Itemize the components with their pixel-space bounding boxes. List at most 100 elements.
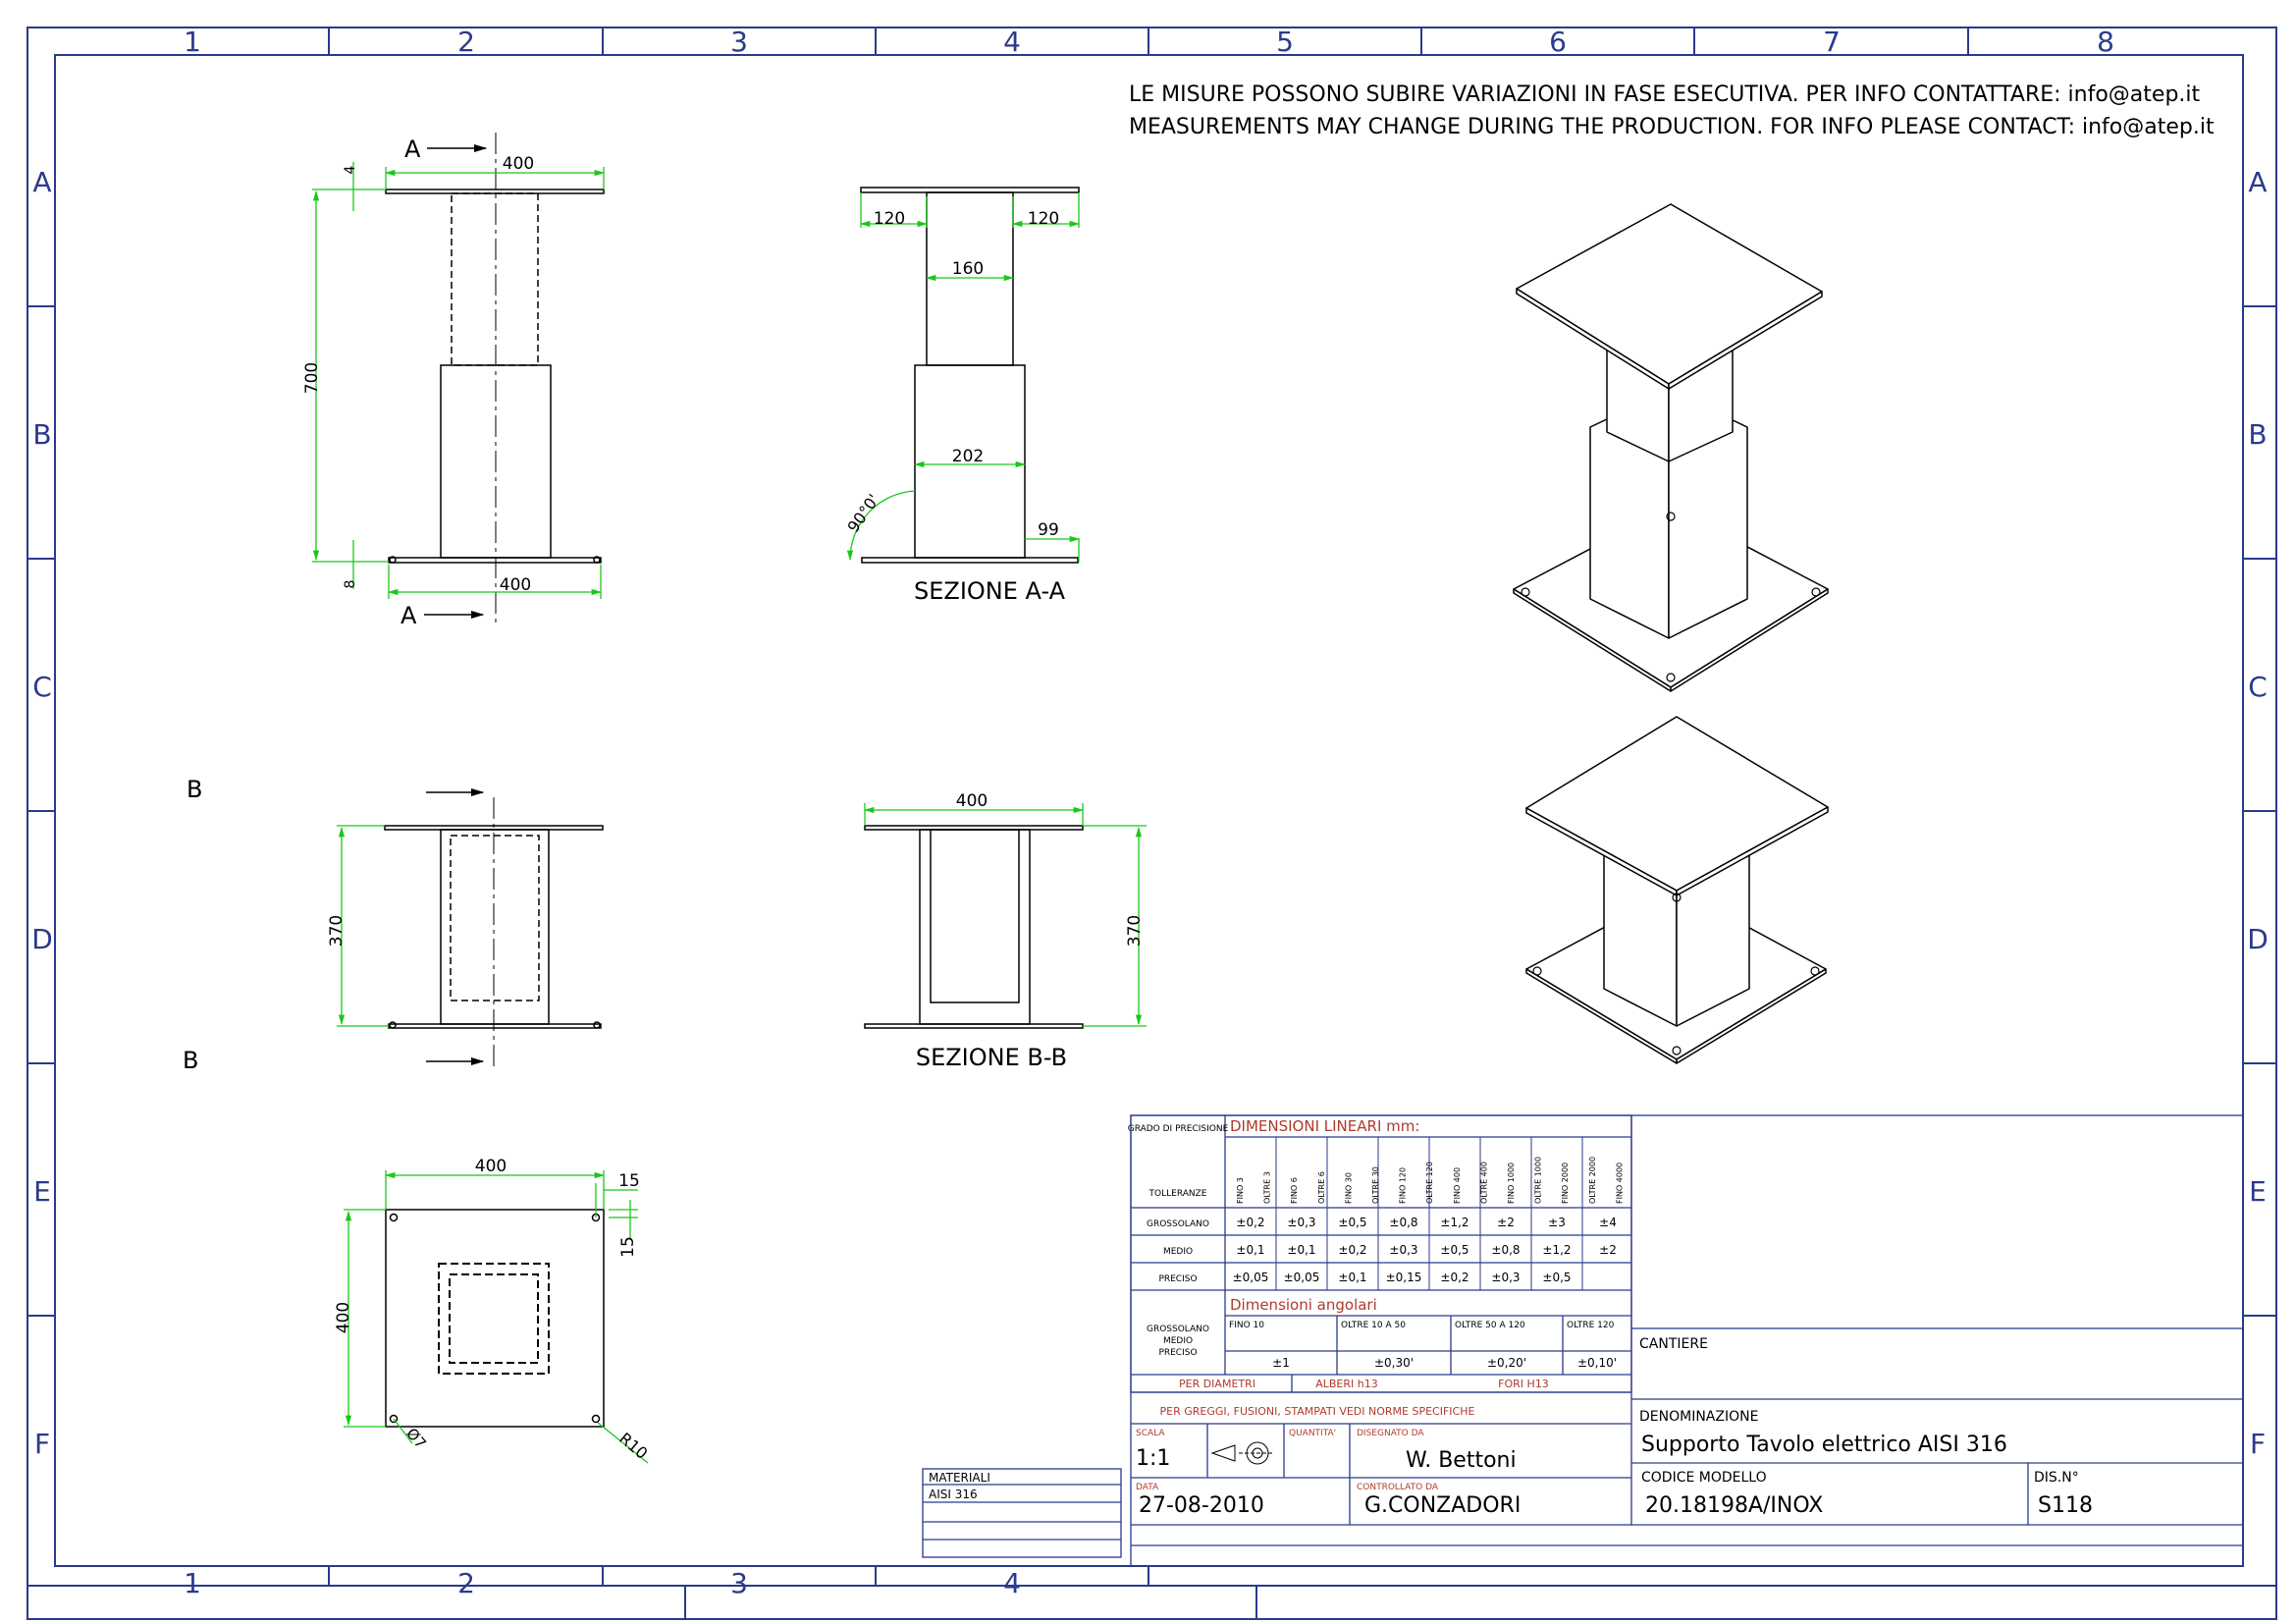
row-label-b: B — [32, 418, 51, 451]
tolerance-cell: ±0,3 — [1491, 1271, 1520, 1284]
checked-by-value: G.CONZADORI — [1364, 1493, 1521, 1518]
materials-value: AISI 316 — [929, 1488, 978, 1501]
angular-grade-medio: MEDIO — [1163, 1336, 1193, 1346]
range-header: FINO 30 — [1344, 1172, 1353, 1204]
row-label-a: A — [32, 166, 51, 198]
tolerance-cell: ±1,2 — [1440, 1216, 1468, 1229]
section-bb-view — [864, 825, 1084, 1029]
row-label-right-d: D — [2247, 923, 2269, 955]
angular-value-1: ±1 — [1272, 1356, 1290, 1370]
dim-front-height: 700 — [302, 362, 322, 394]
col-label-bottom-3: 3 — [730, 1567, 748, 1599]
range-header: OLTRE 6 — [1317, 1171, 1326, 1204]
tolerance-cell: ±0,5 — [1338, 1216, 1366, 1229]
col-label-6: 6 — [1549, 26, 1567, 58]
dim-aa-base-overhang: 99 — [1038, 520, 1059, 540]
tolerance-cell: ±3 — [1548, 1216, 1566, 1229]
col-label-4: 4 — [1003, 26, 1021, 58]
angular-header-2: OLTRE 10 A 50 — [1341, 1321, 1406, 1330]
materials-table — [922, 1468, 1122, 1558]
site-label: CANTIERE — [1639, 1336, 1708, 1352]
dim-plan-height: 400 — [334, 1302, 353, 1333]
range-header: OLTRE 3 — [1263, 1171, 1272, 1204]
range-header: OLTRE 400 — [1479, 1162, 1488, 1204]
dim-aa-angle: 90°0' — [843, 491, 882, 536]
section-mark-a-top: A — [404, 135, 421, 163]
dim-plan-width: 400 — [475, 1157, 507, 1176]
drawing-frame — [27, 27, 2277, 1620]
dim-front-bottom-width: 400 — [500, 575, 531, 595]
scale-value: 1:1 — [1136, 1446, 1170, 1471]
isometric-view-tall — [1513, 203, 1829, 692]
dim-aa-upper-column: 160 — [952, 259, 984, 279]
dim-front-bottom-thickness: 8 — [343, 580, 358, 589]
col-label-2: 2 — [457, 26, 475, 58]
castings-note: PER GREGGI, FUSIONI, STAMPATI VEDI NORME… — [1160, 1405, 1475, 1418]
scale-symbol-icon — [1210, 1441, 1274, 1465]
dim-aa-lower-column: 202 — [952, 447, 984, 466]
section-bb-dimensions — [863, 803, 1147, 1027]
row-label-d: D — [31, 923, 53, 955]
range-header: FINO 3 — [1236, 1177, 1245, 1204]
model-code-label: CODICE MODELLO — [1641, 1470, 1767, 1486]
dim-plan-corner-radius: R10 — [615, 1429, 651, 1463]
range-header: OLTRE 2000 — [1588, 1157, 1597, 1204]
dim-aa-right-overhang: 120 — [1028, 209, 1059, 229]
col-label-bottom-1: 1 — [184, 1567, 201, 1599]
row-label-right-e: E — [2249, 1175, 2267, 1208]
tolerance-rows: GROSSOLANO±0,2±0,3±0,5±0,8±1,2±2±3±4MEDI… — [1147, 1216, 1617, 1284]
tolerance-cell: ±4 — [1599, 1216, 1617, 1229]
angular-grade-grossolano: GROSSOLANO — [1147, 1325, 1209, 1334]
tolerance-cell: ±0,8 — [1491, 1243, 1520, 1257]
angular-header-1: FINO 10 — [1229, 1321, 1264, 1330]
range-header: OLTRE 120 — [1425, 1162, 1434, 1204]
tolerance-cell: ±0,5 — [1542, 1271, 1571, 1284]
range-header: FINO 120 — [1399, 1167, 1408, 1204]
angular-value-2: ±0,30' — [1374, 1356, 1414, 1370]
title-block — [1130, 1114, 2244, 1567]
tolerance-cell: ±0,2 — [1338, 1243, 1366, 1257]
name-value: Supporto Tavolo elettrico AISI 316 — [1641, 1433, 2007, 1457]
plan-view-dimensions — [344, 1170, 649, 1464]
section-mark-b-top: B — [187, 776, 202, 803]
dim-lower-height: 370 — [327, 915, 347, 947]
tolerance-precision-label: GRADO DI PRECISIONE — [1128, 1124, 1229, 1134]
row-label-e: E — [33, 1175, 51, 1208]
tolerance-cell: ±0,2 — [1236, 1216, 1264, 1229]
notice-italian: LE MISURE POSSONO SUBIRE VARIAZIONI IN F… — [1129, 82, 2201, 107]
drawing-number-value: S118 — [2038, 1493, 2093, 1518]
tolerance-grade-label: MEDIO — [1163, 1247, 1193, 1257]
dim-plan-hole-diameter: Ø7 — [402, 1425, 430, 1452]
tolerance-cell: ±0,2 — [1440, 1271, 1468, 1284]
range-header: FINO 400 — [1453, 1167, 1462, 1204]
row-label-right-a: A — [2248, 166, 2267, 198]
isometric-view-tall-holes — [1521, 512, 1821, 682]
materials-header: MATERIALI — [929, 1471, 990, 1485]
date-value: 27-08-2010 — [1139, 1493, 1264, 1518]
col-label-8: 8 — [2097, 26, 2114, 58]
tolerance-grade-label: GROSSOLANO — [1147, 1219, 1209, 1229]
designed-by-label: DISEGNATO DA — [1357, 1429, 1424, 1438]
lower-view-section-arrows — [426, 787, 485, 1066]
tolerance-cell: ±0,1 — [1236, 1243, 1264, 1257]
row-label-right-f: F — [2250, 1428, 2266, 1460]
range-header: FINO 4000 — [1615, 1163, 1624, 1204]
drawing-number-label: DIS.N° — [2034, 1470, 2079, 1486]
dim-front-top-thickness: 4 — [343, 165, 358, 174]
tolerance-angular-title: Dimensioni angolari — [1230, 1296, 1377, 1314]
row-label-right-c: C — [2248, 671, 2268, 703]
tolerance-cell: ±0,3 — [1287, 1216, 1315, 1229]
model-code-value: 20.18198A/INOX — [1645, 1493, 1823, 1518]
dim-plan-hole-offset-x: 15 — [618, 1171, 640, 1191]
tolerance-cell: ±0,15 — [1386, 1271, 1422, 1284]
col-label-bottom-4: 4 — [1003, 1567, 1021, 1599]
section-mark-a-bottom: A — [400, 602, 417, 629]
dim-aa-left-overhang: 120 — [874, 209, 905, 229]
range-header: FINO 2000 — [1561, 1163, 1570, 1204]
dim-bb-width: 400 — [956, 791, 988, 811]
tolerance-cell: ±0,8 — [1389, 1216, 1417, 1229]
angular-header-4: OLTRE 120 — [1567, 1321, 1615, 1330]
row-label-right-b: B — [2248, 418, 2267, 451]
